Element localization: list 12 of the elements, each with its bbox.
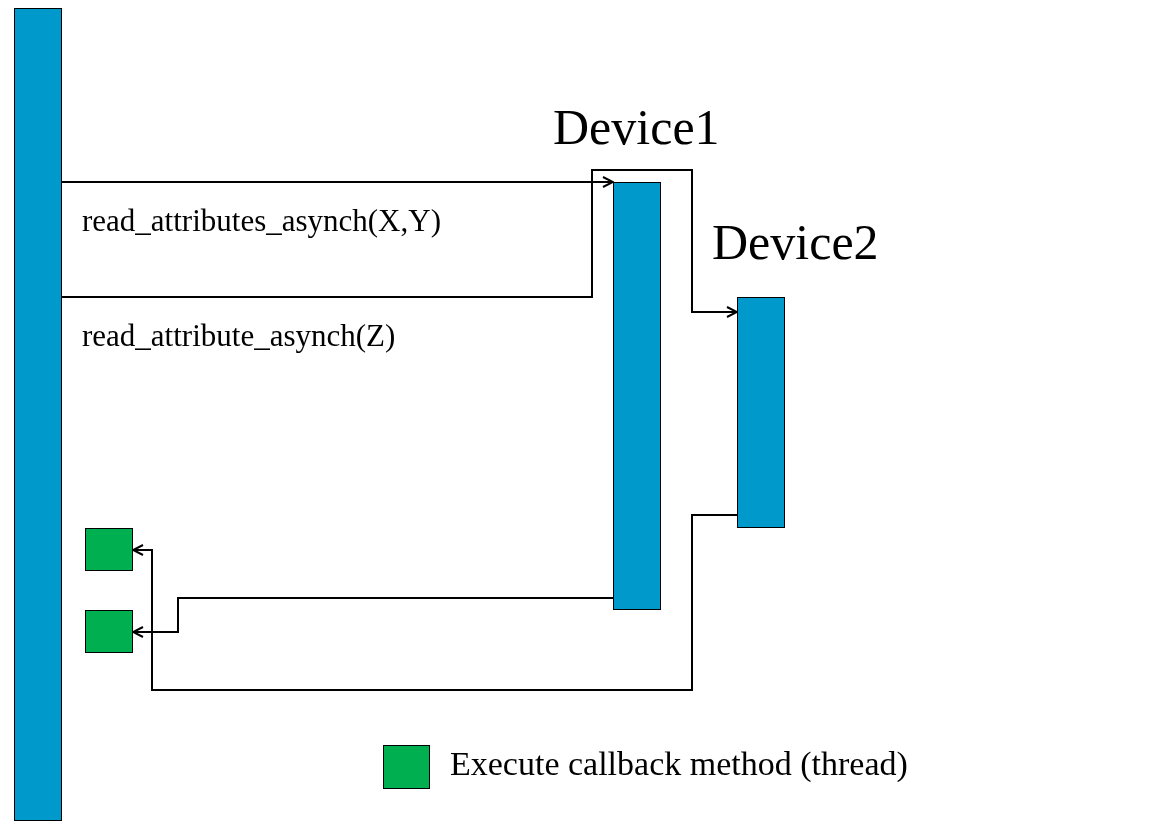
message-arrow: [132, 514, 738, 691]
message-arrow: [132, 597, 614, 638]
message-arrow: [61, 169, 738, 318]
legend-label: Execute callback method (thread): [450, 747, 908, 781]
lifeline-label: Device2: [712, 217, 879, 267]
message-label: read_attribute_asynch(Z): [82, 320, 396, 351]
callback-square: [85, 610, 133, 653]
callback-square: [85, 528, 133, 571]
message-label: read_attributes_asynch(X,Y): [82, 205, 441, 236]
lifeline-bar: [14, 8, 62, 821]
lifeline-label: Device1: [553, 102, 720, 152]
message-arrow: [61, 176, 614, 188]
